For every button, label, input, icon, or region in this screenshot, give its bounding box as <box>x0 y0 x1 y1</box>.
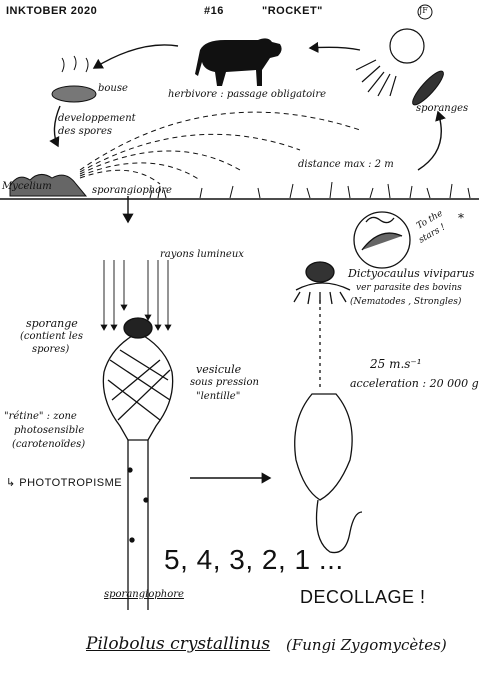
header-number: #16 <box>204 5 224 17</box>
header-signature: JF <box>419 6 428 15</box>
label-dictyocaulus: Dictyocaulus viviparus <box>348 267 475 280</box>
cycle-arrows <box>49 41 446 484</box>
sporangiophore-drawing <box>102 317 174 610</box>
label-bouse: bouse <box>98 83 128 94</box>
label-des-spores: des spores <box>58 126 113 137</box>
dung-drawing <box>51 55 97 103</box>
label-developpement: developpement <box>58 113 136 124</box>
label-sporangiophore-top: sporangiophore <box>92 185 172 196</box>
flying-sporange-drawing <box>412 70 444 106</box>
header-inktober: INKTOBER 2020 <box>6 5 98 17</box>
label-rayons: rayons lumineux <box>160 249 244 260</box>
cow-silhouette <box>195 38 282 86</box>
label-phototropisme: ↳ PHOTOTROPISME <box>6 477 123 489</box>
spore-trajectories <box>79 111 361 185</box>
parasite-zoom-circle <box>353 211 411 269</box>
label-vesicule: vesicule <box>196 363 242 376</box>
label-sporanges: sporanges <box>416 103 469 114</box>
title-group: (Fungi Zygomycètes) <box>286 636 447 654</box>
label-retine: "rétine" : zone <box>4 411 77 422</box>
label-mycelium: Mycelium <box>2 181 52 192</box>
decollage-text: DECOLLAGE ! <box>300 587 426 607</box>
label-herbivore: herbivore : passage obligatoire <box>168 89 327 100</box>
label-carotenoides: (carotenoïdes) <box>12 439 86 450</box>
title-species: Pilobolus crystallinus <box>86 634 271 654</box>
label-nematodes: (Nematodes , Strongles) <box>350 297 462 307</box>
signature-circle <box>417 4 433 20</box>
label-star-mark: * <box>458 211 464 225</box>
sun-drawing <box>355 28 425 97</box>
label-acceleration: acceleration : 20 000 g ! <box>350 377 479 390</box>
light-rays <box>100 260 172 331</box>
label-sous-pression: sous pression <box>190 377 259 388</box>
ground-grass <box>0 174 479 200</box>
label-contient: (contient les <box>20 331 83 342</box>
label-sporangiophore-bottom: sporangiophore <box>104 589 184 600</box>
label-ver-parasite: ver parasite des bovins <box>356 283 462 293</box>
launching-sporangium <box>293 261 363 554</box>
label-photosensible: photosensible <box>14 425 85 436</box>
label-lentille: "lentille" <box>196 391 241 402</box>
header-theme: "ROCKET" <box>262 5 323 17</box>
label-sporange: sporange <box>26 317 78 330</box>
label-distance: distance max : 2 m <box>298 159 394 170</box>
label-speed: 25 m.s⁻¹ <box>370 357 422 371</box>
label-spores: spores) <box>32 344 70 355</box>
countdown-text: 5, 4, 3, 2, 1 ... <box>164 544 344 575</box>
